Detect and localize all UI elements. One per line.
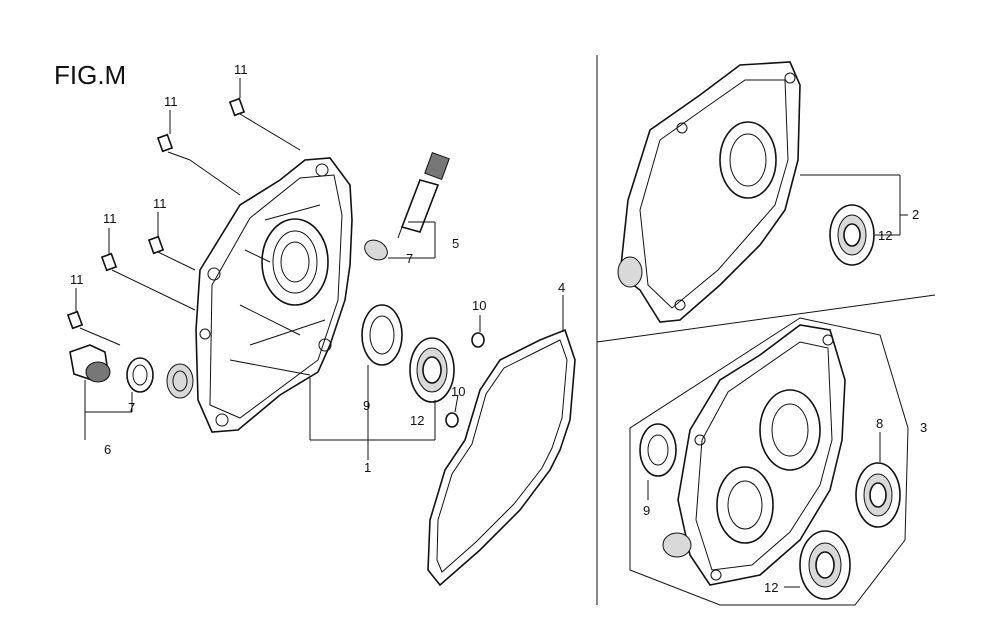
bolt-icon: [66, 310, 121, 346]
callout-label: 12: [764, 580, 778, 595]
alt-case-b: [662, 324, 846, 586]
callout-label: 9: [363, 398, 370, 413]
drain-plug: [69, 344, 111, 383]
callout-label: 11: [164, 94, 178, 109]
alt-case-b-seal: [639, 423, 677, 477]
callout-label: 6: [104, 442, 111, 457]
section-dividers: [596, 55, 936, 605]
alt-case-a-bearing: [829, 204, 875, 266]
alt-case-a: [617, 61, 801, 323]
figure-title: FIG.M: [54, 60, 126, 90]
main-oil-seal: [361, 304, 403, 366]
dowel-pin: [471, 332, 485, 348]
bolt-icon: [100, 252, 196, 311]
callout-label: 7: [128, 400, 135, 415]
callout-label: 2: [912, 207, 919, 222]
callout-label: 11: [234, 62, 248, 77]
callout-label: 10: [451, 384, 465, 399]
bolt-icon: [147, 235, 196, 271]
callout-label: 1: [364, 460, 371, 475]
drain-washer: [126, 357, 154, 393]
callout-label: 3: [920, 420, 927, 435]
leader-lines-b: [647, 432, 881, 588]
callout-label: 7: [406, 251, 413, 266]
alt-case-b-frame: [629, 317, 909, 606]
callout-label: 12: [410, 413, 424, 428]
callout-label: 11: [70, 272, 84, 287]
cover-oil-seal: [166, 363, 194, 399]
crankcase-cover: [195, 157, 353, 433]
dipstick: [397, 151, 450, 239]
callout-label: 12: [878, 228, 892, 243]
callout-label: 4: [558, 280, 565, 295]
bolt-icon: [228, 97, 301, 151]
alt-case-b-seal-2: [855, 462, 901, 528]
leader-lines: [75, 78, 564, 460]
callout-label: 11: [153, 196, 167, 211]
callout-label: 8: [876, 416, 883, 431]
callout-label: 9: [643, 503, 650, 518]
callout-label: 5: [452, 236, 459, 251]
callout-label: 10: [472, 298, 486, 313]
callout-label: 11: [103, 211, 117, 226]
bolt-icon: [156, 133, 241, 196]
dipstick-oring: [364, 239, 388, 261]
alt-case-b-bearing: [799, 530, 851, 600]
dowel-pin: [445, 412, 459, 428]
main-bearing: [409, 337, 455, 403]
leader-lines-a: [800, 174, 908, 236]
gasket: [427, 328, 576, 587]
